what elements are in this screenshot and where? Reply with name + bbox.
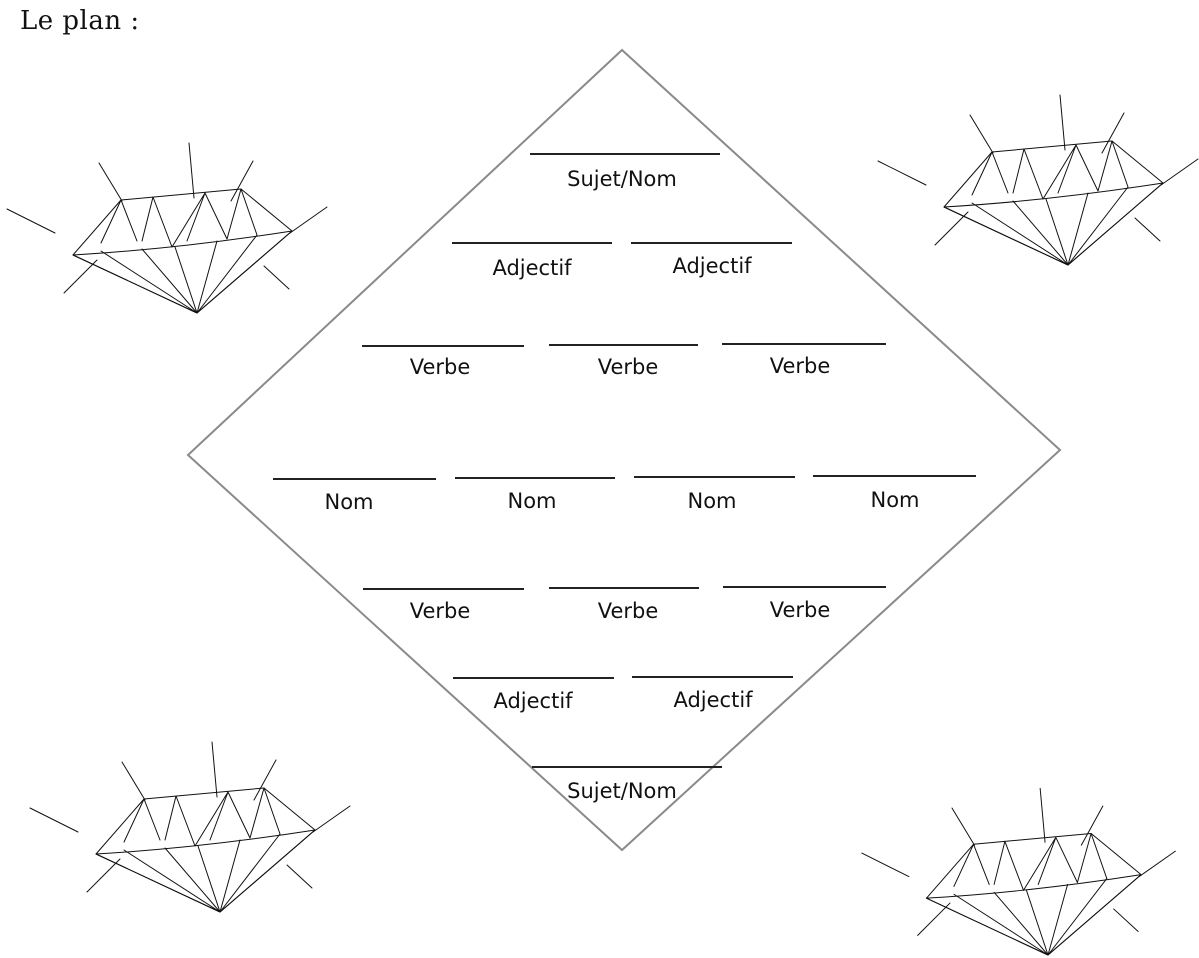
row-adjectives-bottom: Adjectif Adjectif [453,677,793,713]
diamond-gem-icon [7,143,327,313]
blank-label: Adjectif [492,256,572,280]
blank-label: Adjectif [672,254,752,278]
blank-label: Nom [687,489,736,513]
blank-label: Nom [870,488,919,512]
diamond-gem-icon [878,95,1198,265]
blank-label: Nom [507,489,556,513]
blank-label: Verbe [598,599,659,623]
blank-label: Verbe [410,355,471,379]
blank-label: Nom [324,490,373,514]
row-verbs-top: Verbe Verbe Verbe [362,344,886,379]
blank-label: Verbe [410,599,471,623]
row-nouns-middle: Nom Nom Nom Nom [273,476,976,514]
row-subject-top: Sujet/Nom [530,154,720,191]
row-adjectives-top: Adjectif Adjectif [452,243,792,280]
blank-label: Verbe [770,354,831,378]
blank-label: Verbe [770,598,831,622]
blank-label: Adjectif [493,689,573,713]
blank-label: Sujet/Nom [567,779,677,803]
diamond-gem-icon [862,788,1176,955]
blank-label: Adjectif [673,688,753,712]
row-verbs-bottom: Verbe Verbe Verbe [363,587,886,623]
diamond-gem-icon [30,742,350,912]
blank-label: Sujet/Nom [567,167,677,191]
blank-label: Verbe [598,355,659,379]
